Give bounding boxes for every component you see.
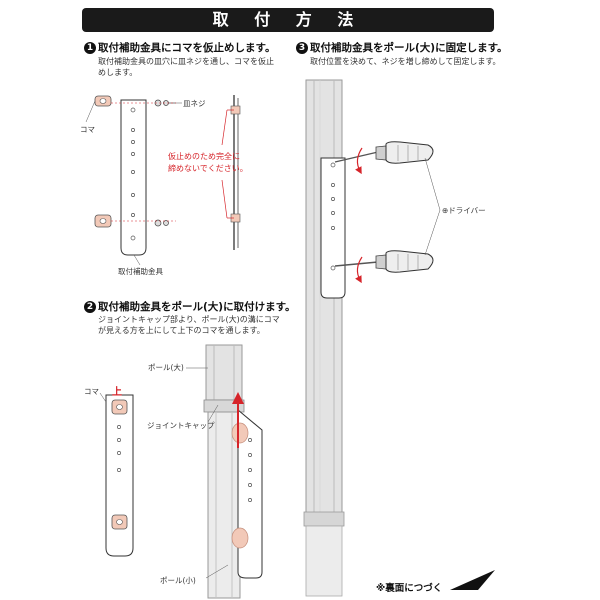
screwdriver-bottom-icon [334, 250, 434, 273]
step-1-illustration [85, 95, 241, 266]
step-1-bracket-label: 取付補助金具 [118, 267, 163, 276]
pole-large-step-3 [303, 79, 345, 597]
bracket-plate [120, 99, 147, 256]
pole-large-step-2 [205, 344, 243, 401]
step-1-heading-text: 取付補助金具にコマを仮止めします。 [98, 42, 276, 54]
step-3-heading-text: 取付補助金具をポール(大)に固定します。 [310, 42, 508, 54]
step-1-koma-label: コマ [80, 125, 95, 134]
step-1-sara-neji-label: 皿ネジ [183, 99, 206, 108]
sara-neji-bottom-icon [154, 219, 169, 227]
sara-neji-top-icon [154, 99, 176, 107]
step-2-pole-small-label: ポール(小) [160, 576, 196, 585]
continue-note: ※裏面につづく [376, 583, 443, 594]
bracket-step-2 [105, 394, 134, 557]
step-3-body-line-1: 取付位置を決めて、ネジを増し締めして固定します。 [310, 57, 501, 66]
step-1-body-line-2: めします。 [98, 68, 138, 77]
step-1-warning: 仮止めのため完全に 締めないでください。 [168, 151, 248, 175]
step-1-warning-line-2: 締めないでください。 [168, 164, 248, 173]
pole-small-step-2 [207, 411, 241, 599]
step-2-heading-text: 取付補助金具をポール(大)に取付けます。 [98, 301, 296, 313]
step-1-body: 取付補助金具の皿穴に皿ネジを通し、コマを仮止 めします。 [98, 56, 274, 78]
screwdriver-top-icon [334, 141, 434, 164]
step-2-joint-cap-label: ジョイントキャップ [147, 421, 215, 430]
page-title: 取 付 方 法 [82, 8, 494, 32]
step-2-up-label: 上 [112, 387, 122, 398]
continue-arrow-icon [450, 570, 495, 590]
step-3-screwdriver-label: ⊕ドライバー [442, 206, 486, 215]
step-3-body: 取付位置を決めて、ネジを増し締めして固定します。 [310, 56, 501, 67]
step-2-body-line-2: が見える方を上にして上下のコマを通します。 [98, 326, 265, 335]
step-2-number: 2 [84, 301, 96, 313]
step-3-illustration [303, 79, 441, 597]
step-2-illustration [99, 344, 263, 599]
insert-direction-arrow [232, 392, 244, 448]
step-2-koma-label: コマ [84, 387, 99, 396]
step-2-pole-large-label: ポール(大) [148, 363, 184, 372]
step-2-body-line-1: ジョイントキャップ部より、ポール(大)の溝にコマ [98, 315, 280, 324]
step-2-body: ジョイントキャップ部より、ポール(大)の溝にコマ が見える方を上にして上下のコマ… [98, 314, 280, 336]
step-3-number: 3 [296, 42, 308, 54]
step-1-warning-line-1: 仮止めのため完全に [168, 152, 240, 161]
koma-top-icon [94, 95, 112, 107]
step-1-number: 1 [84, 42, 96, 54]
step-1-body-line-1: 取付補助金具の皿穴に皿ネジを通し、コマを仮止 [98, 57, 274, 66]
bracket-mounted [320, 157, 346, 299]
koma-bottom-icon [94, 214, 112, 228]
bracket-inserting [231, 408, 263, 579]
